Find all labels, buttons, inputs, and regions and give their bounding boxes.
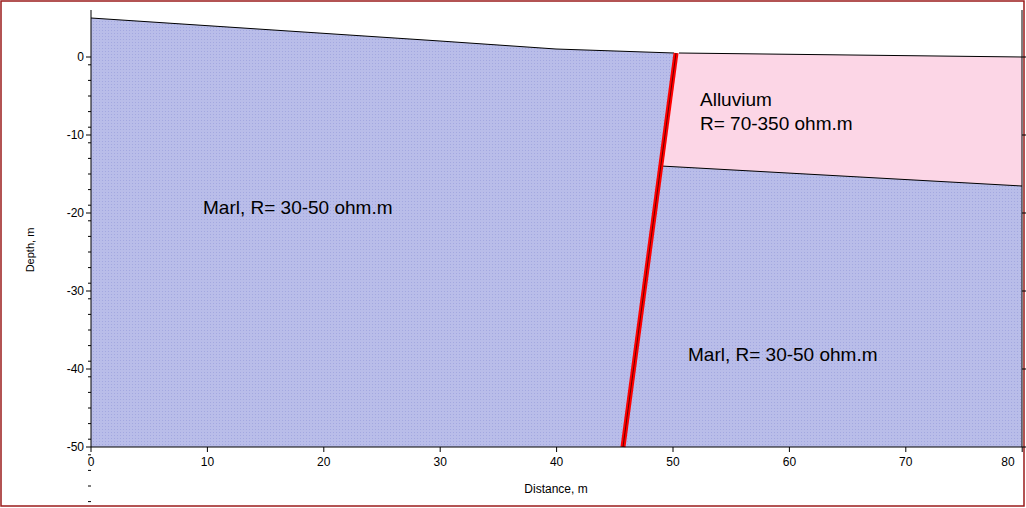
axis-tick	[88, 376, 91, 377]
y-tick-label: -50	[67, 440, 84, 454]
axis-tick	[673, 447, 674, 452]
layer-boundary	[661, 166, 1022, 186]
axis-title: Distance, m	[524, 482, 587, 496]
axis-tick	[88, 486, 91, 487]
axis-tick	[905, 447, 906, 452]
axis-tick	[88, 392, 91, 393]
axis-tick	[88, 96, 91, 97]
axis-tick	[1022, 135, 1026, 136]
axis-tick	[91, 447, 92, 452]
axis-tick	[88, 501, 91, 502]
axis-tick	[88, 127, 91, 128]
axis-tick	[1022, 369, 1026, 370]
axis-tick	[789, 447, 790, 452]
axis-tick	[207, 447, 208, 452]
axis-tick	[88, 298, 91, 299]
marl-region	[91, 18, 674, 447]
x-tick-label: 10	[201, 455, 214, 469]
layer-name: Marl, R= 30-50 ohm.m	[203, 196, 393, 220]
x-tick-label: 0	[88, 455, 95, 469]
axis-tick	[556, 447, 557, 452]
axis-tick	[1022, 447, 1023, 452]
layer-name: Marl, R= 30-50 ohm.m	[688, 343, 878, 367]
axis-title: Depth, m	[24, 228, 36, 273]
axis-tick	[88, 345, 91, 346]
x-tick-label: 20	[317, 455, 330, 469]
axis-tick	[86, 135, 91, 136]
axis-tick	[88, 64, 91, 65]
axis-tick	[88, 252, 91, 253]
axis-tick	[440, 447, 441, 452]
axis-tick	[88, 361, 91, 362]
axis-tick	[88, 423, 91, 424]
resistivity-note: R= 70-350 ohm.m	[700, 112, 853, 136]
axis-tick	[86, 447, 91, 448]
axis-tick	[1022, 291, 1026, 292]
x-tick-label: 70	[899, 455, 912, 469]
y-tick-label: -40	[67, 362, 84, 376]
axis-tick	[1022, 57, 1026, 58]
axis-tick	[88, 267, 91, 268]
axis-tick	[86, 57, 91, 58]
axis-tick	[88, 189, 91, 190]
y-tick-label: -20	[67, 206, 84, 220]
axis-tick	[88, 220, 91, 221]
axis-tick	[86, 291, 91, 292]
x-tick-label: 80	[1001, 455, 1014, 469]
axis-tick	[88, 80, 91, 81]
axis-tick	[88, 330, 91, 331]
axis-tick	[88, 205, 91, 206]
axis-tick	[88, 174, 91, 175]
marl-layer: Marl, R= 30-50 ohm.m	[203, 196, 393, 220]
axis-tick	[88, 158, 91, 159]
axis-tick	[88, 142, 91, 143]
x-tick-label: 60	[783, 455, 796, 469]
axis-tick	[86, 369, 91, 370]
y-tick-label: -30	[67, 284, 84, 298]
x-tick-label: 30	[434, 455, 447, 469]
axis-tick	[88, 111, 91, 112]
axis-tick	[88, 408, 91, 409]
axis-tick	[88, 283, 91, 284]
x-tick-label: 40	[550, 455, 563, 469]
marl-region	[622, 53, 1022, 447]
x-tick-label: 50	[666, 455, 679, 469]
axis-tick	[88, 236, 91, 237]
ground-surface	[91, 18, 674, 53]
axis-tick	[323, 447, 324, 452]
right-axis	[1022, 10, 1023, 447]
axis-ticks	[86, 57, 1026, 508]
axis-tick	[88, 314, 91, 315]
marl-layer: Marl, R= 30-50 ohm.m	[688, 343, 878, 367]
alluvium-region	[661, 53, 1022, 186]
axis-tick	[88, 439, 91, 440]
ground-surface	[679, 53, 1022, 57]
fault-line	[623, 53, 676, 447]
layer-name: Alluvium	[700, 88, 853, 112]
axis-tick	[1022, 213, 1026, 214]
y-axis	[91, 10, 92, 447]
y-tick-label: -10	[67, 128, 84, 142]
y-tick-label: 0	[77, 50, 84, 64]
fault-line	[623, 53, 676, 447]
alluvium-layer: AlluviumR= 70-350 ohm.m	[700, 88, 853, 136]
axis-tick	[88, 470, 91, 471]
axis-tick	[86, 213, 91, 214]
